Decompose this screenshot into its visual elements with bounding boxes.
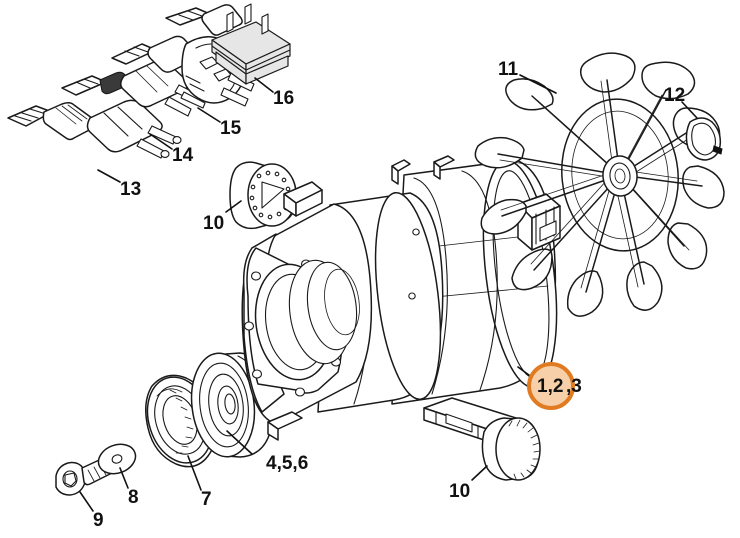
callout-label-14: 14 (172, 145, 194, 166)
part-motor-housing[interactable]: 1,2 ,3 (241, 155, 582, 443)
leader-16 (254, 77, 274, 93)
part-washer[interactable]: 8 (94, 439, 139, 508)
callout-label-16: 16 (273, 88, 294, 109)
leader-13 (97, 169, 121, 183)
leader-9 (79, 491, 94, 512)
leader-14 (149, 133, 173, 150)
leader-4-5-6 (226, 430, 253, 455)
callout-label-3-suffix: ,3 (566, 376, 582, 397)
callout-label-10-upper: 10 (203, 213, 224, 234)
leader-7 (187, 455, 202, 491)
part-power-cord-plug-nema[interactable]: 14 (61, 59, 206, 166)
callout-label-7: 7 (201, 489, 212, 510)
leader-10-upper (225, 200, 242, 213)
leader-11 (519, 74, 557, 94)
leader-12 (681, 101, 698, 119)
part-cooling-fan[interactable]: 11 (474, 52, 725, 317)
callout-label-10-lower: 10 (449, 481, 470, 502)
part-carbon-brush-cap-lower[interactable]: 10 (449, 417, 541, 502)
callout-label-4-5-6: 4,5,6 (266, 453, 308, 474)
part-power-cord-plug-europlug[interactable]: 13 (7, 99, 182, 200)
leader-15 (197, 107, 221, 123)
part-power-cord-plug-uk[interactable]: 16 (165, 3, 294, 109)
callout-label-13: 13 (120, 179, 141, 200)
highlight-circle[interactable] (527, 362, 575, 410)
leader-10-lower (471, 465, 488, 481)
part-bearing-housing-cap[interactable]: 4,5,6 (186, 350, 308, 474)
callout-label-12: 12 (664, 85, 685, 106)
part-ball-bearing[interactable]: 7 (137, 369, 223, 510)
callout-label-15: 15 (220, 118, 242, 139)
part-retaining-ring[interactable]: 12 (664, 85, 723, 161)
callout-label-11: 11 (498, 59, 519, 80)
callout-label-1-2: 1,2 (537, 376, 563, 397)
part-carbon-brush-cap-upper[interactable]: 10 (203, 161, 297, 234)
callout-label-9: 9 (93, 510, 104, 531)
leader-8 (119, 467, 129, 489)
callout-label-8: 8 (128, 487, 139, 508)
